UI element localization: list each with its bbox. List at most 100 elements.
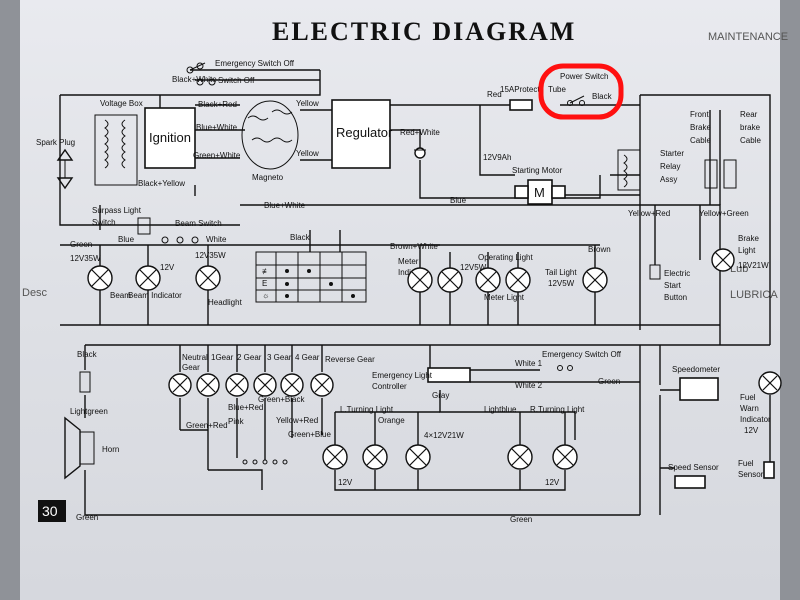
wire-label: Black	[290, 233, 311, 242]
side-fragment: Lub	[730, 263, 748, 275]
wire-label: Lightblue	[484, 405, 517, 414]
starting-motor: M Starting Motor	[512, 166, 566, 205]
meter-light-label: Meter Light	[484, 293, 525, 302]
rear-brake-label: Rear	[740, 110, 758, 119]
wire-label: Green	[510, 515, 532, 524]
page-number: 30	[42, 503, 58, 519]
magneto: Magneto Yellow Yellow	[241, 99, 319, 182]
start-button-label: Start	[664, 281, 682, 290]
fuel-indicator-label: Warn	[740, 404, 759, 413]
fuel-sensor-label: Sensor	[738, 470, 764, 479]
starter-relay: Starter Relay Assy	[617, 149, 684, 191]
wire-label: Orange	[378, 416, 405, 425]
brake-light-label: 12V21W	[738, 261, 769, 270]
power-switch: Power Switch Black	[538, 63, 624, 120]
speedometer-label: Speedometer	[672, 365, 720, 374]
starting-motor-label: Starting Motor	[512, 166, 563, 175]
wire-label: Yellow	[296, 149, 319, 158]
wire-label: Green+Black	[258, 395, 305, 404]
turning-rating: 4×12V21W	[424, 431, 464, 440]
fuel-indicator-label: Indicator	[740, 415, 771, 424]
gear-label: 4 Gear	[295, 353, 320, 362]
gear-label: 3 Gear	[267, 353, 292, 362]
wire-label: Yellow+Red	[628, 209, 670, 218]
wire-label: Brown	[588, 245, 611, 254]
wire-label: White	[206, 235, 227, 244]
highlight-circle	[538, 63, 624, 120]
operating-light-label: Operating Light	[478, 253, 533, 262]
ignition-switches: Emergency Switch Off Black+White Switch …	[172, 59, 295, 160]
fuse-tube-label: Tube	[548, 85, 566, 94]
fuel-indicator-label: Fuel	[740, 393, 756, 402]
power-switch-label: Power Switch	[560, 72, 608, 81]
meter-indicator-label: Meter	[398, 257, 419, 266]
brake-switches: Front Brake Cable Rear brake Cable Yello…	[628, 110, 761, 218]
wire-label: Black+Red	[198, 100, 237, 109]
side-fragment: Desc	[22, 287, 48, 299]
motor-symbol: M	[534, 185, 545, 200]
emergency-light-controller: Emergency Light Controller White 1 White…	[372, 350, 622, 400]
instrument-cluster: Speedometer Speed Sensor Fuel Warn Indic…	[668, 365, 782, 489]
lamp-rating: 12V	[160, 263, 175, 272]
brake-light-label: Brake	[738, 234, 759, 243]
headlight-label: Headlight	[208, 298, 243, 307]
front-brake-label: Cable	[690, 136, 711, 145]
beam-switch-label: Beam Switch	[175, 219, 222, 228]
wire-label: Black+Yellow	[138, 179, 185, 188]
spark-plug: Spark Plug	[36, 138, 75, 190]
wire-label: Yellow+Red	[276, 416, 318, 425]
brake-light: Brake Light 12V21W	[711, 234, 769, 272]
wire-label: Green+Blue	[288, 430, 331, 439]
surpass-light-label: Surpass Light	[92, 206, 142, 215]
headlight-lamps: 12V35W 12V 12V35W Beam Beam Indicator He…	[70, 245, 243, 325]
rear-brake-label: Cable	[740, 136, 761, 145]
ignition-label: Ignition	[149, 130, 191, 145]
controller-label: Emergency Light	[372, 371, 433, 380]
wire-label: Brown+White	[390, 242, 438, 251]
wire-label: Blue	[450, 196, 467, 205]
wire-label: Blue+White	[264, 201, 306, 210]
side-heading: MAINTENANCE	[708, 31, 788, 43]
wire-label: Gray	[432, 391, 449, 400]
l-turning-label: L.Turning Light	[340, 405, 394, 414]
wire-label: White 1	[515, 359, 543, 368]
wire-label: Green	[70, 240, 92, 249]
side-fragment: LUBRICA	[730, 289, 778, 301]
wire-label: Black+White	[172, 75, 217, 84]
wire-label: Lightgreen	[70, 407, 108, 416]
controller-label: Controller	[372, 382, 407, 391]
surpass-switch: Surpass Light Switch	[92, 206, 151, 235]
lamp-rating: 12V35W	[195, 251, 226, 260]
lamp-rating: 12V	[545, 478, 560, 487]
gear-label: Reverse Gear	[325, 355, 375, 364]
wire-label: Green+Red	[186, 421, 228, 430]
ignition: Ignition Black+Yellow	[138, 107, 196, 188]
fuse-15a: Red 15AProtect Tube	[487, 85, 566, 111]
beam-label: Beam	[110, 291, 131, 300]
r-turning-label: R.Turning Light	[530, 405, 585, 414]
magneto-label: Magneto	[252, 173, 284, 182]
wire-label: Yellow+Green	[699, 209, 749, 218]
regulator: Regulator Red+White	[331, 99, 440, 169]
wire-label: Yellow	[296, 99, 319, 108]
brake-light-label: Light	[738, 246, 756, 255]
lamp-rating: 12V5W	[460, 263, 487, 272]
meter-lamps: Brown+White Brown Meter Indicator 12V5W …	[390, 242, 611, 325]
wire-label: Blue+Red	[228, 403, 263, 412]
top-wiring	[59, 69, 771, 345]
lamp-rating: 12V	[744, 426, 759, 435]
surpass-switch-label: Switch	[92, 218, 116, 227]
switch-pos-icon: ☼	[262, 291, 269, 300]
start-button-label: Electric	[664, 269, 690, 278]
fuel-sensor-label: Fuel	[738, 459, 754, 468]
wire-label: Blue	[118, 235, 135, 244]
beam-indicator-label: Beam Indicator	[128, 291, 182, 300]
gear-indicators: Neutral Gear 1Gear 2 Gear 3 Gear 4 Gear …	[168, 353, 375, 465]
wire-label: Black	[77, 350, 98, 359]
switch-pos-icon: E	[262, 279, 267, 288]
gear-label: Gear	[182, 363, 200, 372]
page-title: ELECTRIC DIAGRAM	[272, 17, 576, 46]
wire-label: Blue+White	[196, 123, 238, 132]
